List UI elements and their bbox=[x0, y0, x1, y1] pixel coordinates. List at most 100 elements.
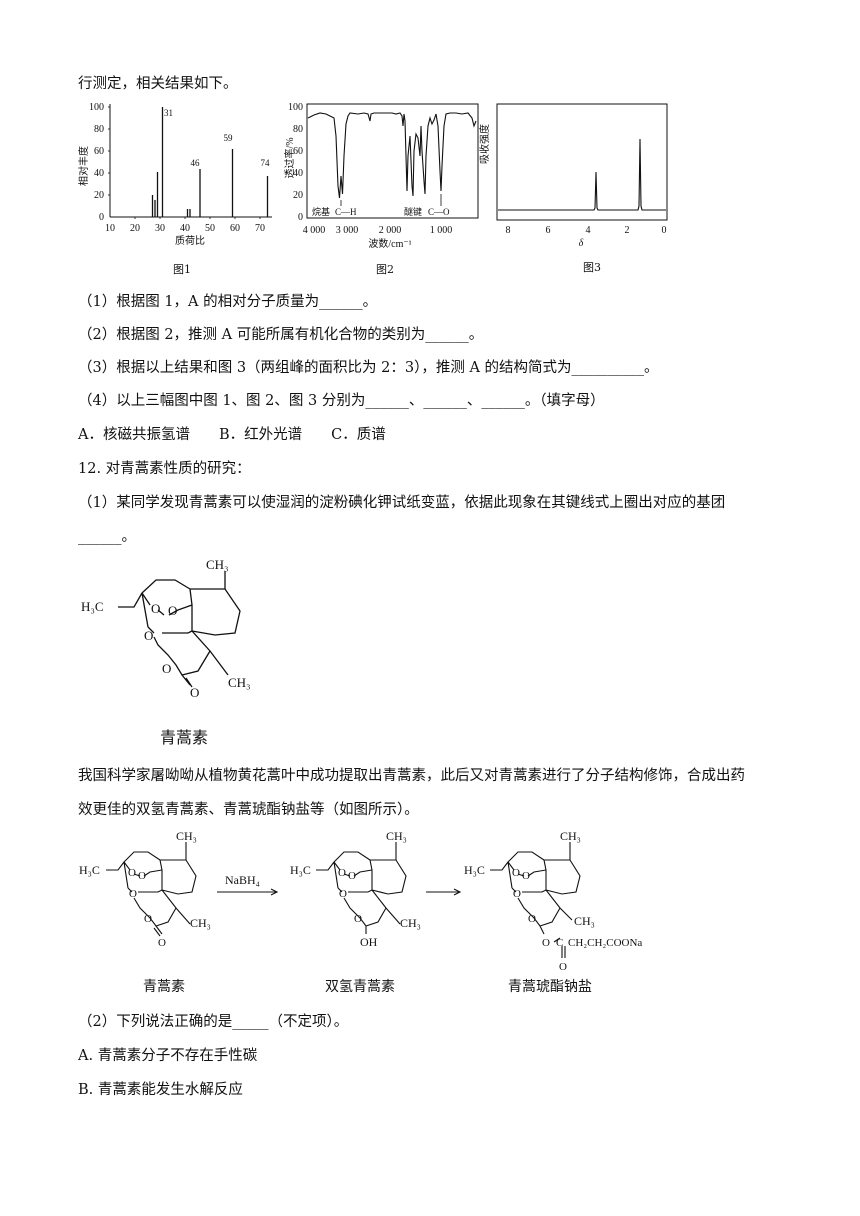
question-3: （3）根据以上结果和图 3（两组峰的面积比为 2：3），推测 A 的结构简式为_… bbox=[78, 360, 659, 376]
fig1-peak-label-59: 59 bbox=[224, 133, 234, 143]
fig3-xtick-8: 8 bbox=[506, 225, 511, 236]
fig2-xtick-4000: 4 000 bbox=[303, 225, 326, 236]
fig2-ann-co-label: 醚键 bbox=[404, 206, 422, 217]
fig2-xtick-2000: 2 000 bbox=[379, 225, 402, 236]
fig1-ytick-40: 40 bbox=[94, 168, 104, 179]
scheme-s1-o2: O bbox=[138, 870, 146, 882]
fig3-xtick-4: 4 bbox=[586, 225, 591, 236]
question-12-1-line2: ______。 bbox=[78, 529, 136, 545]
fig1-xtick-40: 40 bbox=[180, 223, 190, 234]
scheme-structure-2 bbox=[316, 842, 407, 934]
scheme-arrow-2-head bbox=[453, 888, 462, 896]
scheme-s1-o3: O bbox=[129, 888, 137, 900]
artemisinin-o-carbonyl: O bbox=[190, 685, 199, 700]
scheme-structure-1 bbox=[106, 842, 197, 937]
scheme-s3-o4: O bbox=[528, 913, 536, 925]
fig1-ylabel: 相对丰度 bbox=[78, 146, 90, 186]
fig2-ann-ch-label: 烷基 bbox=[312, 206, 330, 217]
question-12-title: 12. 对青蒿素性质的研究： bbox=[78, 461, 251, 477]
scheme-s1-ch3-right: CH₃ bbox=[190, 916, 211, 930]
answer-options: A．核磁共振氢谱 B．红外光谱 C．质谱 bbox=[78, 427, 386, 443]
artemisinin-o-peroxide1: O bbox=[151, 601, 160, 616]
scheme-s2-o4: O bbox=[354, 913, 362, 925]
scheme-s2-o3: O bbox=[339, 888, 347, 900]
fig1-xtick-20: 20 bbox=[130, 223, 140, 234]
scheme-s1-h3c: H₃C bbox=[79, 863, 100, 877]
fig3-xtick-0: 0 bbox=[662, 225, 667, 236]
scheme-arrow-1-head bbox=[270, 888, 279, 896]
scheme-s3-ch3-top: CH₃ bbox=[560, 829, 581, 843]
scheme-s1-ch3-top: CH₃ bbox=[176, 829, 197, 843]
fig1-xtick-50: 50 bbox=[205, 223, 215, 234]
fig1-ytick-60: 60 bbox=[94, 146, 104, 157]
reaction-scheme: CH₃ H₃C O O O O O CH₃ NaBH₄ CH₃ H₃C O O … bbox=[79, 829, 642, 973]
fig1-ytick-80: 80 bbox=[94, 124, 104, 135]
scheme-s3-carbonyl-o: O bbox=[559, 961, 567, 973]
fig2-xtick-1000: 1 000 bbox=[430, 225, 453, 236]
intro-text: 行测定，相关结果如下。 bbox=[78, 76, 238, 92]
figure2-ir-spectrum: 透过率/% 100 80 60 40 20 0 4 000 3 000 2 00… bbox=[284, 102, 479, 250]
scheme-s1-o4: O bbox=[144, 913, 152, 925]
fig3-caption: 图3 bbox=[583, 261, 601, 274]
scheme-s2-oh: OH bbox=[360, 935, 378, 949]
scheme-s3-ch3-right: CH₃ bbox=[574, 914, 595, 928]
fig1-peak-label-74: 74 bbox=[261, 158, 271, 168]
fig1-xtick-30: 30 bbox=[155, 223, 165, 234]
fig1-xlabel: 质荷比 bbox=[175, 235, 205, 247]
question-2: （2）根据图 2，推测 A 可能所属有机化合物的类别为______。 bbox=[78, 327, 484, 343]
fig1-xtick-10: 10 bbox=[105, 223, 115, 234]
figure3-nmr-spectrum: 吸收强度 8 6 4 2 0 δ bbox=[478, 103, 668, 249]
fig3-xlabel: δ bbox=[579, 238, 584, 249]
fig2-caption: 图2 bbox=[376, 263, 394, 276]
fig2-ann-ch-bond: C—H bbox=[335, 207, 357, 217]
scheme-s3-o3: O bbox=[513, 888, 521, 900]
fig1-peaks bbox=[151, 107, 269, 217]
fig2-ylabel: 透过率/% bbox=[284, 137, 296, 178]
fig3-nmr-trace bbox=[498, 138, 666, 211]
fig2-frame bbox=[306, 103, 479, 219]
scheme-name-artesunate-sodium: 青蒿琥酯钠盐 bbox=[508, 979, 592, 995]
fig1-ytick-0: 0 bbox=[99, 212, 104, 223]
fig1-xtick-70: 70 bbox=[255, 223, 265, 234]
fig2-ytick-100: 100 bbox=[288, 102, 303, 113]
scheme-s2-o1: O bbox=[338, 867, 346, 879]
figure1-mass-spectrum: 相对丰度 100 80 60 40 20 0 10 20 30 40 50 60… bbox=[78, 102, 272, 247]
artemisinin-bonds bbox=[118, 571, 241, 688]
fig2-ir-trace bbox=[307, 112, 477, 199]
scheme-s3-ester-c: C bbox=[556, 937, 563, 949]
fig1-ytick-20: 20 bbox=[94, 190, 104, 201]
scheme-s1-o5: O bbox=[158, 937, 166, 949]
artemisinin-name: 青蒿素 bbox=[160, 728, 209, 747]
question-4: （4）以上三幅图中图 1、图 2、图 3 分别为______、______、__… bbox=[78, 393, 605, 409]
scheme-s3-o1: O bbox=[512, 867, 520, 879]
fig2-ytick-60: 60 bbox=[293, 146, 303, 157]
scheme-s2-ch3-top: CH₃ bbox=[386, 829, 407, 843]
fig1-peak-label-31: 31 bbox=[164, 108, 173, 118]
option-a: A. 青蒿素分子不存在手性碳 bbox=[78, 1048, 258, 1064]
scheme-s2-h3c: H₃C bbox=[290, 863, 311, 877]
artemisinin-structure: CH₃ H₃C O O O O O CH₃ bbox=[81, 557, 251, 700]
scheme-name-artemisinin: 青蒿素 bbox=[143, 979, 185, 995]
option-b: B. 青蒿素能发生水解反应 bbox=[78, 1082, 243, 1098]
fig2-ytick-20: 20 bbox=[293, 190, 303, 201]
scheme-s3-side-chain: CH₂CH₂COONa bbox=[568, 937, 642, 949]
fig2-ann-co-bond: C—O bbox=[428, 207, 450, 217]
artemisinin-h3c: H₃C bbox=[81, 599, 104, 614]
fig1-axis-ticks bbox=[108, 106, 261, 219]
question-1: （1）根据图 1，A 的相对分子质量为______。 bbox=[78, 294, 378, 310]
scheme-reagent: NaBH₄ bbox=[225, 873, 260, 887]
question-12-2: （2）下列说法正确的是_____（不定项）。 bbox=[78, 1014, 349, 1030]
fig1-xtick-60: 60 bbox=[230, 223, 240, 234]
fig2-xlabel: 波数/cm⁻¹ bbox=[368, 237, 411, 250]
fig1-peak-label-46: 46 bbox=[191, 158, 201, 168]
fig2-xtick-3000: 3 000 bbox=[336, 225, 359, 236]
scheme-name-dihydroartemisinin: 双氢青蒿素 bbox=[325, 979, 395, 995]
artemisinin-o-ring: O bbox=[144, 628, 153, 643]
fig2-ytick-40: 40 bbox=[293, 168, 303, 179]
fig2-ytick-80: 80 bbox=[293, 124, 303, 135]
fig3-ylabel: 吸收强度 bbox=[478, 124, 491, 164]
fig3-xtick-6: 6 bbox=[546, 225, 551, 236]
fig1-caption: 图1 bbox=[173, 263, 191, 276]
scheme-s3-ester-o: O bbox=[542, 937, 550, 949]
scheme-structure-3 bbox=[490, 842, 581, 958]
